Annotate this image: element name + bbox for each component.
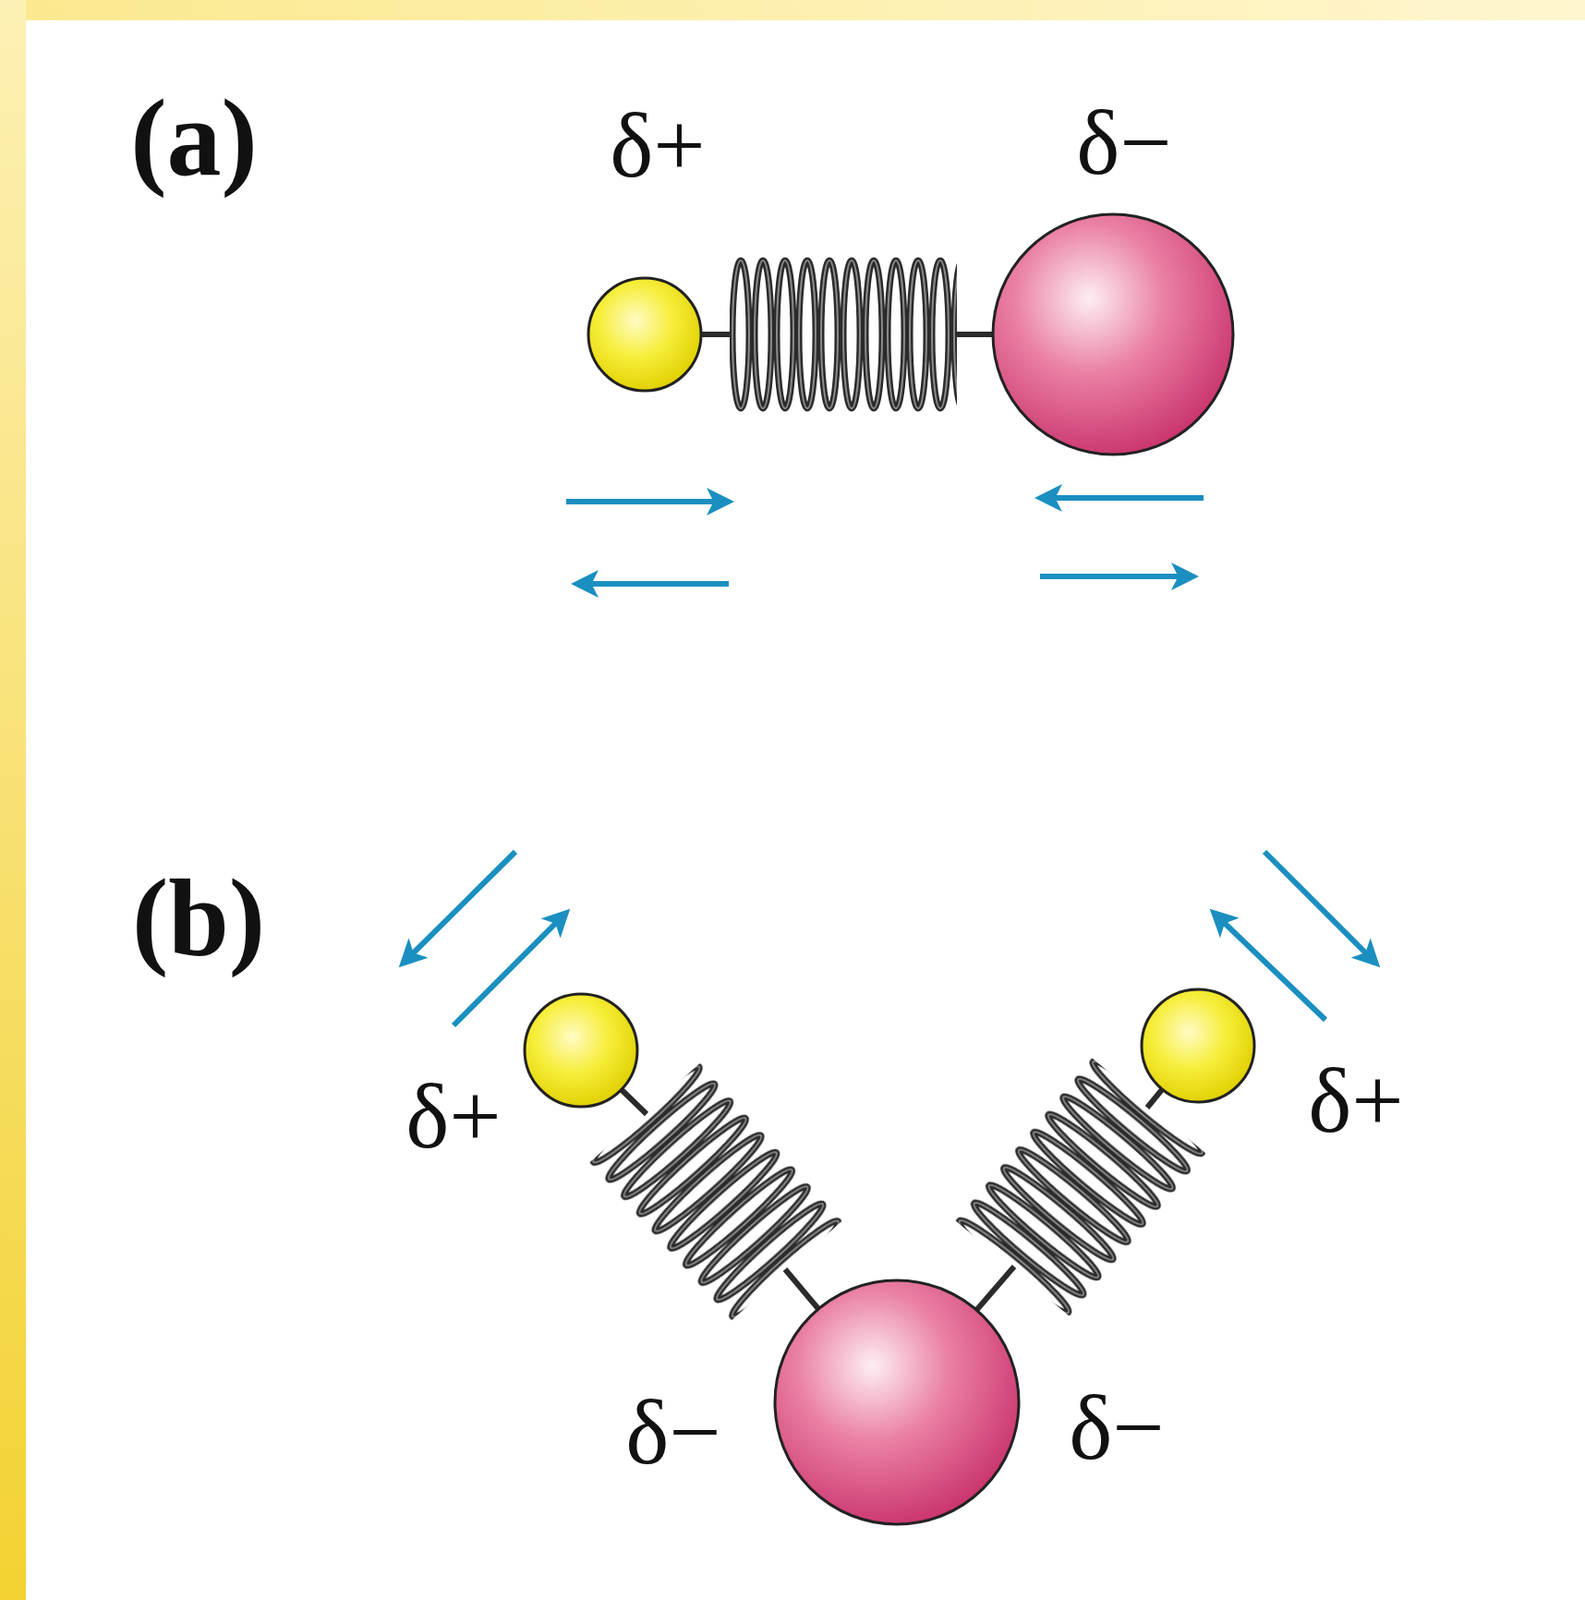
partial-charge: δ− <box>625 1386 722 1479</box>
partial-charge: δ+ <box>1307 1054 1404 1148</box>
partial-charge: δ− <box>1068 1381 1165 1475</box>
panel-label: (a) <box>130 84 258 194</box>
panel-label: (b) <box>132 863 266 973</box>
partial-charge: δ+ <box>609 99 706 193</box>
partial-charge: δ− <box>1076 96 1173 190</box>
partial-charge: δ+ <box>405 1070 502 1163</box>
